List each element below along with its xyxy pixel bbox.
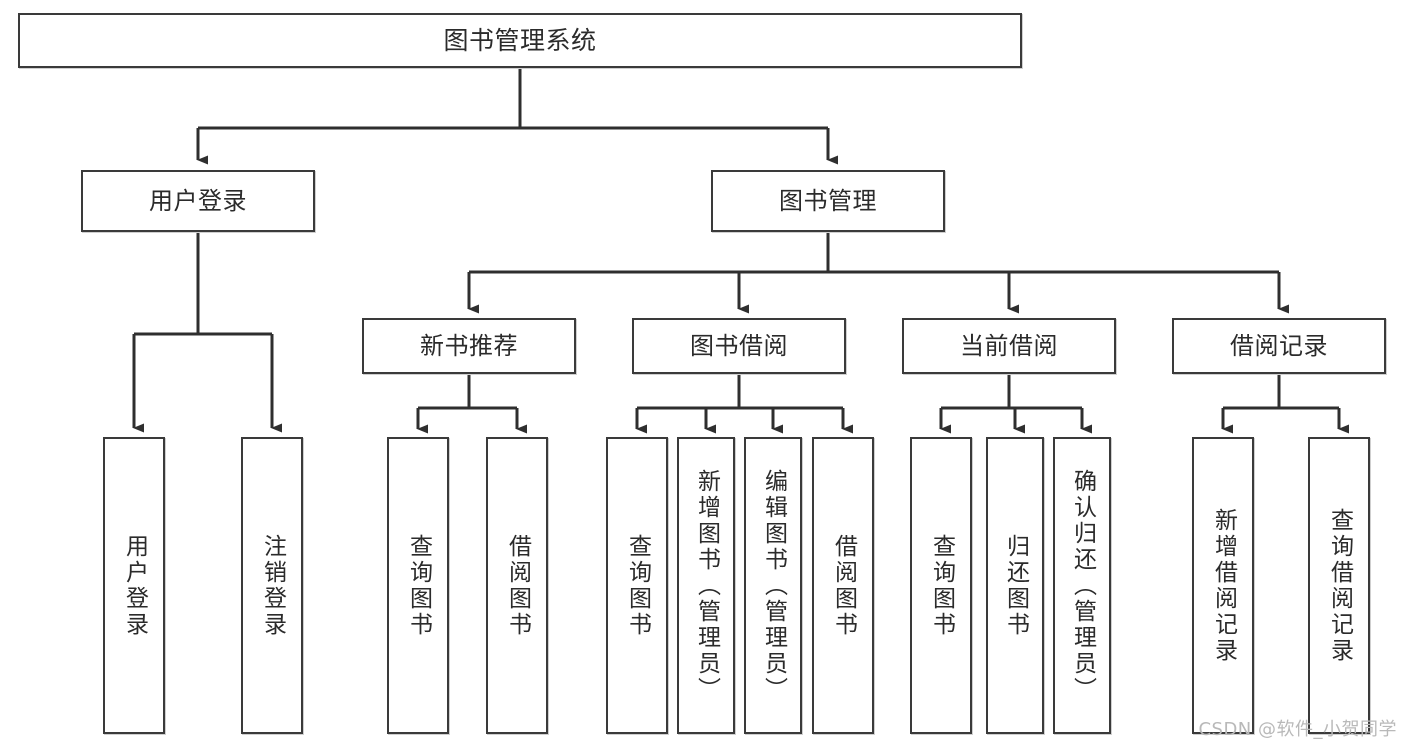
node-book-manage[interactable]: 图书管理 <box>711 170 945 232</box>
node-book-manage-label: 图书管理 <box>779 186 877 215</box>
node-borrow-record[interactable]: 借阅记录 <box>1172 318 1386 374</box>
node-leaf-current-confirm-return[interactable]: 确认归还（管理员） <box>1053 437 1111 734</box>
node-leaf-current-return-book-label: 归还图书 <box>1002 533 1029 638</box>
node-leaf-current-confirm-return-label: 确认归还（管理员） <box>1069 468 1096 703</box>
csdn-watermark: CSDN @软件_小贺同学 <box>1198 719 1397 740</box>
node-leaf-recommend-borrow-book-label: 借阅图书 <box>504 533 531 638</box>
node-leaf-recommend-query-book[interactable]: 查询图书 <box>387 437 449 734</box>
node-user-login-label: 用户登录 <box>149 186 247 215</box>
node-leaf-current-query-book[interactable]: 查询图书 <box>910 437 972 734</box>
node-new-book-recommend[interactable]: 新书推荐 <box>362 318 576 374</box>
node-leaf-current-query-book-label: 查询图书 <box>928 533 955 638</box>
node-leaf-borrow-edit-book[interactable]: 编辑图书（管理员） <box>744 437 802 734</box>
node-leaf-borrow-add-book-label: 新增图书（管理员） <box>693 468 720 703</box>
node-current-borrow[interactable]: 当前借阅 <box>902 318 1116 374</box>
node-leaf-borrow-lend-book-label: 借阅图书 <box>830 533 857 638</box>
node-leaf-borrow-add-book[interactable]: 新增图书（管理员） <box>677 437 735 734</box>
node-new-book-recommend-label: 新书推荐 <box>420 331 518 360</box>
node-root-system[interactable]: 图书管理系统 <box>18 13 1022 68</box>
node-leaf-borrow-edit-book-label: 编辑图书（管理员） <box>760 468 787 703</box>
node-user-login[interactable]: 用户登录 <box>81 170 315 232</box>
node-leaf-record-add-record[interactable]: 新增借阅记录 <box>1192 437 1254 734</box>
node-leaf-user-login-label: 用户登录 <box>121 533 148 638</box>
node-leaf-user-logout-label: 注销登录 <box>259 533 286 638</box>
node-root-system-label: 图书管理系统 <box>443 25 597 55</box>
node-leaf-record-query-record-label: 查询借阅记录 <box>1326 507 1353 664</box>
node-leaf-borrow-query-book-label: 查询图书 <box>624 533 651 638</box>
node-leaf-borrow-query-book[interactable]: 查询图书 <box>606 437 668 734</box>
node-leaf-recommend-query-book-label: 查询图书 <box>405 533 432 638</box>
node-book-borrow[interactable]: 图书借阅 <box>632 318 846 374</box>
node-leaf-user-login[interactable]: 用户登录 <box>103 437 165 734</box>
node-leaf-user-logout[interactable]: 注销登录 <box>241 437 303 734</box>
node-current-borrow-label: 当前借阅 <box>960 331 1058 360</box>
node-borrow-record-label: 借阅记录 <box>1230 331 1328 360</box>
node-book-borrow-label: 图书借阅 <box>690 331 788 360</box>
node-leaf-borrow-lend-book[interactable]: 借阅图书 <box>812 437 874 734</box>
node-leaf-record-add-record-label: 新增借阅记录 <box>1210 507 1237 664</box>
node-leaf-current-return-book[interactable]: 归还图书 <box>986 437 1044 734</box>
node-leaf-record-query-record[interactable]: 查询借阅记录 <box>1308 437 1370 734</box>
node-leaf-recommend-borrow-book[interactable]: 借阅图书 <box>486 437 548 734</box>
